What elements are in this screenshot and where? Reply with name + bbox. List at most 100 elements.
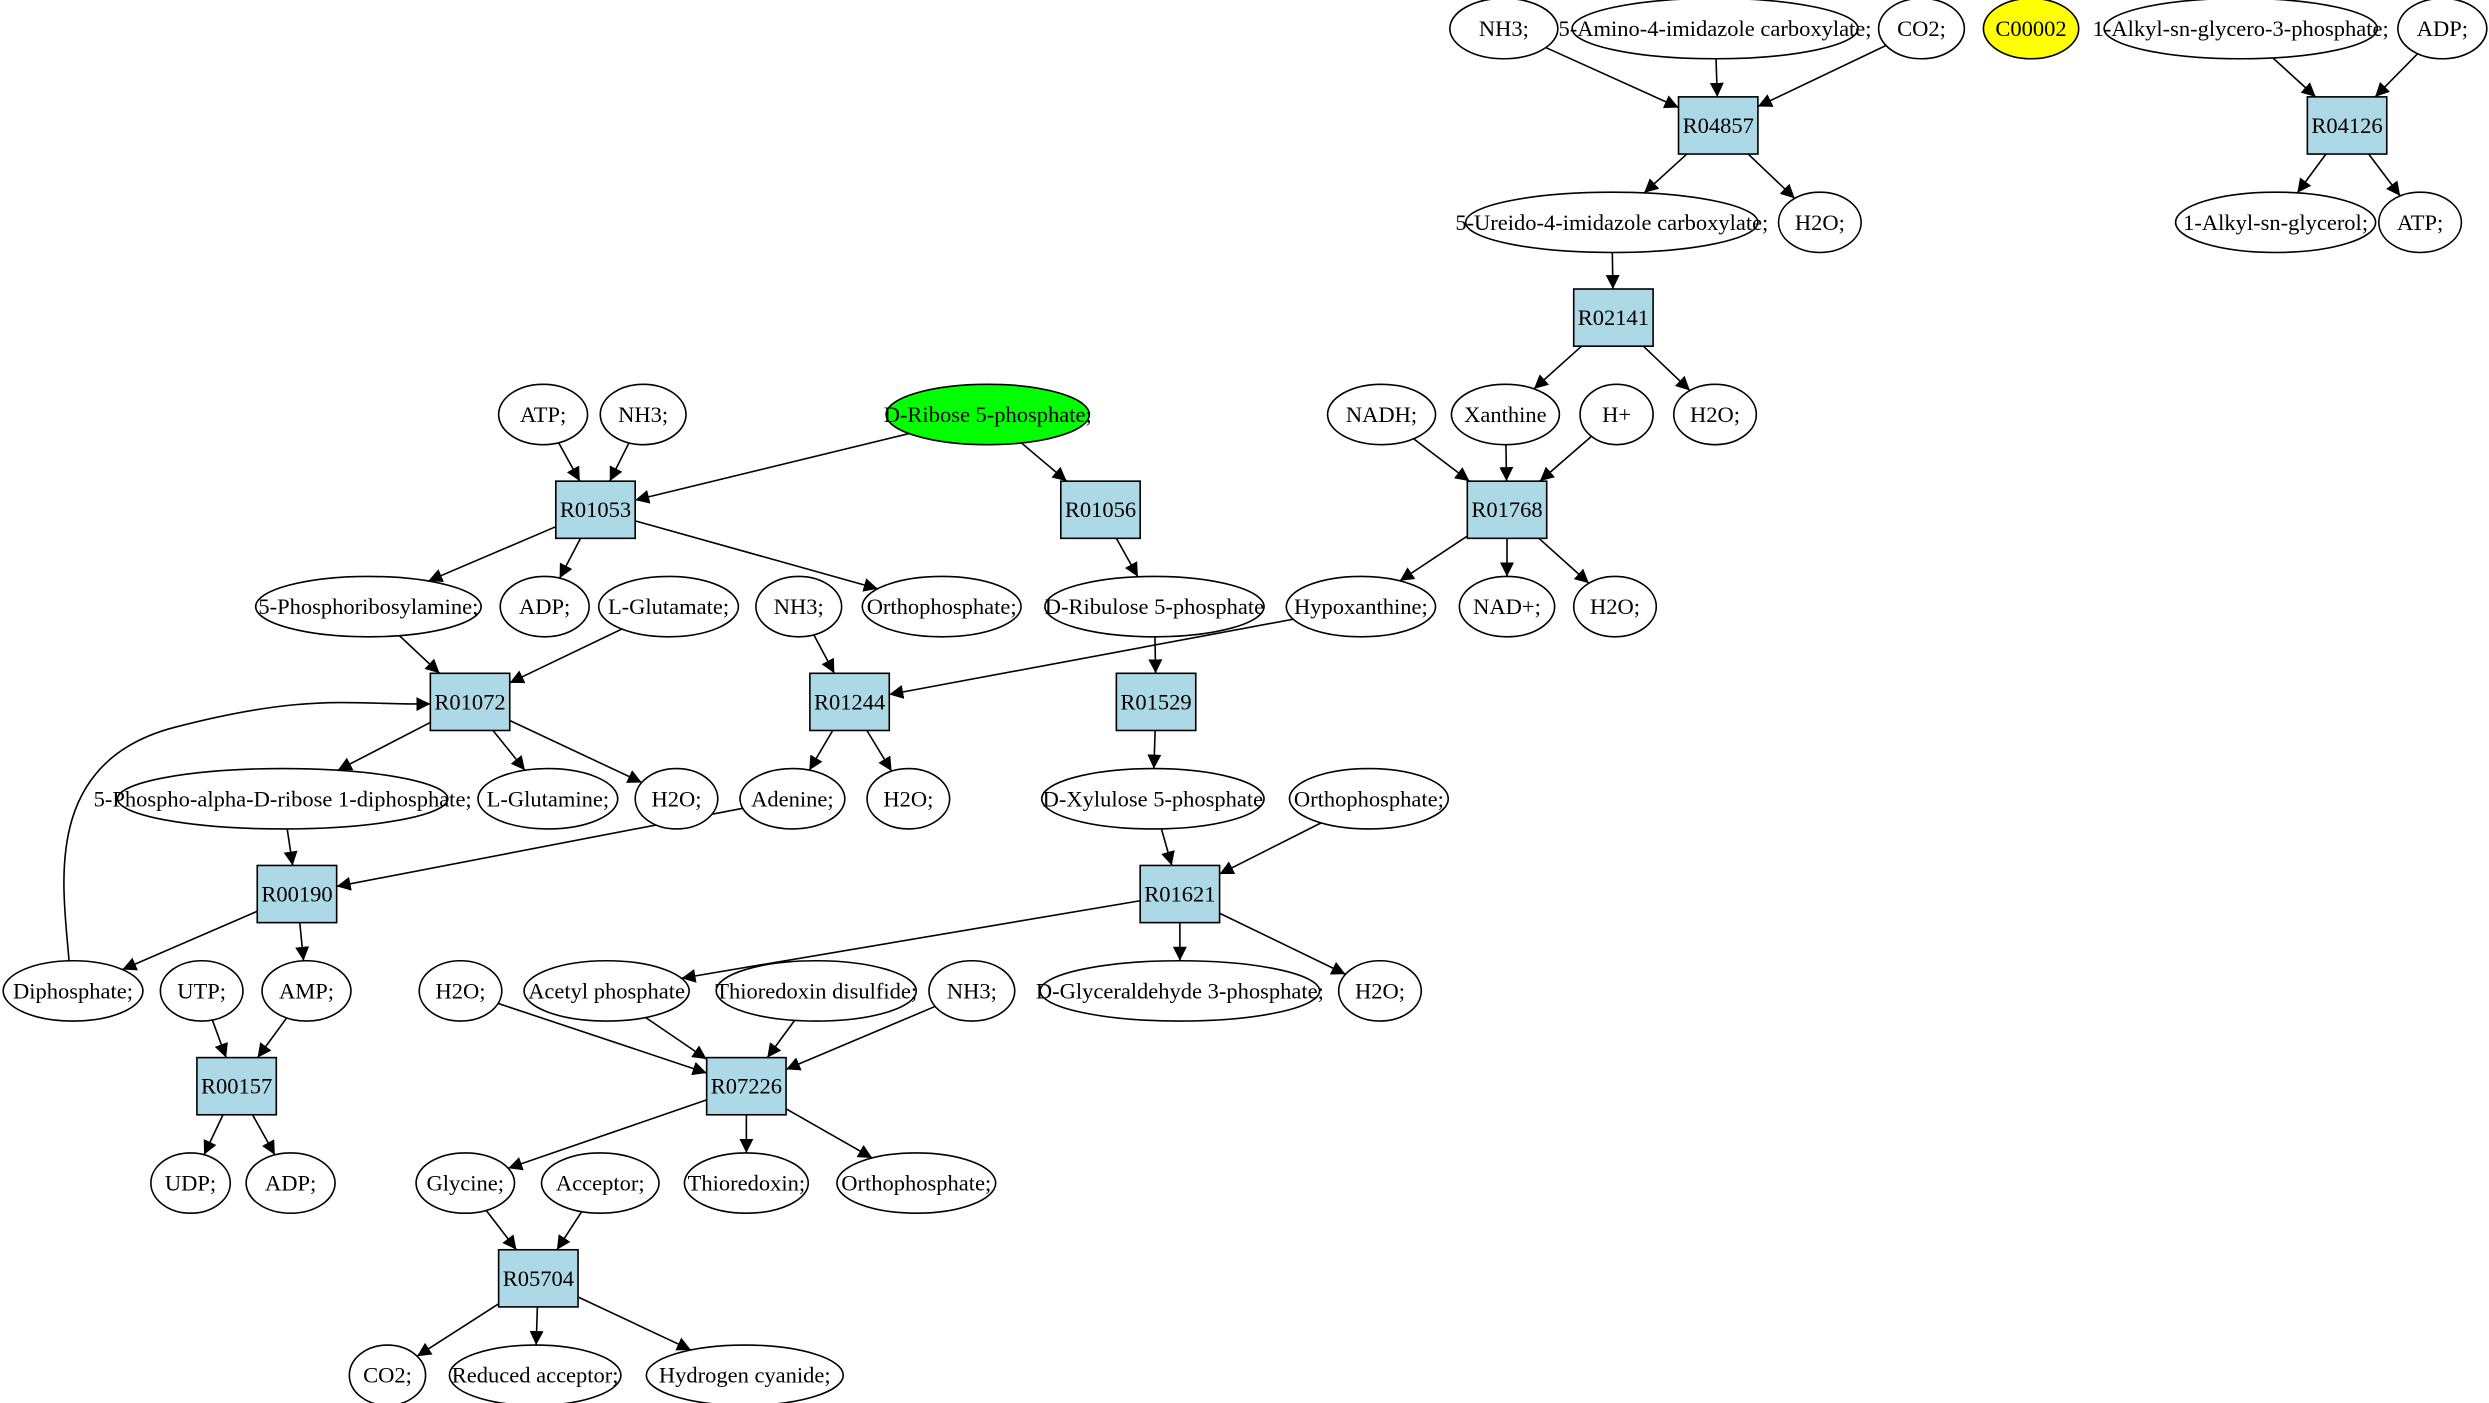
compound-node-hcn[interactable]: Hydrogen cyanide;	[645, 1344, 844, 1403]
edge-acetylp-to-r07226	[645, 1016, 708, 1060]
edge-r05704-to-hcn	[577, 1296, 692, 1351]
node-label: CO2;	[363, 1363, 412, 1388]
node-label: H2O;	[436, 978, 486, 1003]
edge-diphos-to-r01072	[63, 697, 431, 961]
reaction-node-r00157[interactable]: R00157	[196, 1056, 278, 1116]
compound-node-nh3_4[interactable]: NH3;	[928, 959, 1016, 1022]
compound-node-ureido[interactable]: 5-Ureido-4-imidazole carboxylate;	[1455, 191, 1768, 254]
compound-node-hplus[interactable]: H+	[1579, 383, 1654, 446]
compound-node-adenine[interactable]: Adenine;	[739, 767, 846, 830]
reaction-box	[1677, 96, 1759, 155]
compound-node-co2_top[interactable]: CO2;	[1877, 0, 1966, 60]
reaction-node-r00190[interactable]: R00190	[256, 864, 338, 924]
compound-node-udp[interactable]: UDP;	[150, 1152, 232, 1215]
compound-node-xylulose5p[interactable]: D-Xylulose 5-phosphate	[1040, 767, 1265, 830]
compound-node-hypoxan[interactable]: Hypoxanthine;	[1285, 575, 1437, 638]
compound-node-lgln[interactable]: L-Glutamine;	[477, 767, 619, 830]
node-label: H2O;	[1795, 210, 1845, 235]
compound-node-prpp[interactable]: 5-Phospho-alpha-D-ribose 1-diphosphate;	[94, 767, 472, 830]
compound-node-alkyl_gly[interactable]: 1-Alkyl-sn-glycerol;	[2174, 191, 2377, 254]
edge-r01072-to-prpp	[337, 721, 431, 772]
reaction-node-r04126[interactable]: R04126	[2306, 96, 2388, 155]
compound-node-nadh[interactable]: NADH;	[1326, 383, 1437, 446]
compound-node-red_acc[interactable]: Reduced acceptor;	[448, 1344, 622, 1403]
reaction-node-r01768[interactable]: R01768	[1466, 480, 1548, 540]
reaction-node-r01621[interactable]: R01621	[1139, 864, 1221, 924]
compound-node-atp_r[interactable]: ATP;	[2378, 191, 2463, 254]
compound-node-prib_amine[interactable]: 5-Phosphoribosylamine;	[254, 575, 482, 638]
compound-node-h2o_7[interactable]: H2O;	[1337, 959, 1423, 1022]
reaction-node-r01529[interactable]: R01529	[1115, 672, 1197, 732]
compound-node-nh3_2[interactable]: NH3;	[599, 383, 687, 446]
compound-node-glycine[interactable]: Glycine;	[415, 1152, 516, 1215]
compound-node-nh3_top[interactable]: NH3;	[1449, 0, 1559, 60]
node-label: D-Glyceraldehyde 3-phosphate;	[1036, 978, 1324, 1003]
compound-ellipse	[523, 959, 690, 1022]
node-label: Orthophosphate;	[867, 594, 1017, 619]
reaction-node-r05704[interactable]: R05704	[497, 1248, 579, 1308]
reaction-node-r04857[interactable]: R04857	[1677, 96, 1759, 155]
node-label: UTP;	[177, 978, 226, 1003]
compound-node-ortho_1[interactable]: Orthophosphate;	[861, 575, 1022, 638]
compound-node-h2o_1[interactable]: H2O;	[1777, 191, 1862, 254]
reaction-node-r02141[interactable]: R02141	[1572, 288, 1654, 347]
compound-node-lglu[interactable]: L-Glutamate;	[597, 575, 740, 638]
compound-node-adp_mid[interactable]: ADP;	[499, 575, 590, 638]
reaction-node-r01056[interactable]: R01056	[1059, 480, 1141, 540]
compound-node-ortho_2[interactable]: Orthophosphate;	[1288, 767, 1450, 830]
node-label: NAD+;	[1473, 594, 1541, 619]
compound-node-gap[interactable]: D-Glyceraldehyde 3-phosphate;	[1036, 959, 1324, 1022]
compound-node-c00002[interactable]: C00002	[1982, 0, 2080, 60]
compound-ellipse	[1464, 191, 1759, 254]
compound-node-h2o_2[interactable]: H2O;	[1672, 383, 1758, 446]
node-label: Xanthine	[1464, 402, 1546, 427]
edge-ribulose5p-to-r01529	[1148, 636, 1163, 674]
edge-prib_amine-to-r01072	[398, 635, 441, 674]
compound-ellipse	[1458, 575, 1556, 638]
compound-node-nadplus[interactable]: NAD+;	[1458, 575, 1556, 638]
compound-node-utp[interactable]: UTP;	[159, 959, 244, 1022]
compound-node-atp_l[interactable]: ATP;	[497, 383, 589, 446]
compound-node-nh3_3[interactable]: NH3;	[755, 575, 843, 638]
edge-r02141-to-xanthine	[1533, 345, 1583, 390]
compound-ellipse	[645, 1344, 844, 1403]
compound-node-trx[interactable]: Thioredoxin;	[683, 1152, 810, 1215]
compound-ellipse	[499, 575, 590, 638]
compound-node-h2o_3[interactable]: H2O;	[1572, 575, 1658, 638]
reaction-node-r07226[interactable]: R07226	[705, 1056, 787, 1116]
reaction-node-r01053[interactable]: R01053	[554, 480, 636, 540]
compound-node-acetylp[interactable]: Acetyl phosphate	[523, 959, 690, 1022]
compound-ellipse	[261, 959, 352, 1022]
compound-node-h2o_6[interactable]: H2O;	[418, 959, 503, 1022]
compound-node-amino_imid[interactable]: 5-Amino-4-imidazole carboxylate;	[1559, 0, 1872, 60]
compound-ellipse	[1571, 0, 1859, 60]
reaction-node-r01244[interactable]: R01244	[809, 672, 891, 732]
compound-node-ribose5p[interactable]: D-Ribose 5-phosphate;	[884, 383, 1092, 446]
compound-ellipse	[1285, 575, 1437, 638]
compound-node-adp_top[interactable]: ADP;	[2397, 0, 2488, 60]
edge-trxss-to-r07226	[766, 1019, 796, 1059]
compound-node-ribulose5p[interactable]: D-Ribulose 5-phosphate	[1044, 575, 1265, 638]
compound-node-h2o_5[interactable]: H2O;	[866, 767, 951, 830]
compound-node-acceptor[interactable]: Acceptor;	[540, 1152, 660, 1215]
node-label: NH3;	[774, 594, 824, 619]
compound-node-trxss[interactable]: Thioredoxin disulfide;	[715, 959, 917, 1022]
node-label: R01621	[1144, 882, 1215, 907]
reaction-box	[1059, 480, 1141, 540]
compound-node-amp[interactable]: AMP;	[261, 959, 352, 1022]
compound-node-xanthine[interactable]: Xanthine	[1450, 383, 1561, 446]
compound-node-h2o_4[interactable]: H2O;	[634, 767, 719, 830]
compound-node-ortho_3[interactable]: Orthophosphate;	[836, 1152, 997, 1215]
compound-node-co2_bot[interactable]: CO2;	[348, 1344, 427, 1403]
reaction-node-r01072[interactable]: R01072	[429, 672, 511, 732]
compound-ellipse	[2174, 191, 2377, 254]
compound-node-diphos[interactable]: Diphosphate;	[2, 959, 144, 1022]
node-label: R01056	[1065, 497, 1136, 522]
compound-ellipse	[415, 1152, 516, 1215]
node-label: ATP;	[520, 402, 566, 427]
edge-co2_top-to-r04857	[1757, 44, 1887, 108]
compound-node-adp_bot[interactable]: ADP;	[245, 1152, 336, 1215]
edge-r00190-to-amp	[295, 922, 310, 961]
compound-node-alkyl_p[interactable]: 1-Alkyl-sn-glycero-3-phosphate;	[2093, 0, 2389, 60]
